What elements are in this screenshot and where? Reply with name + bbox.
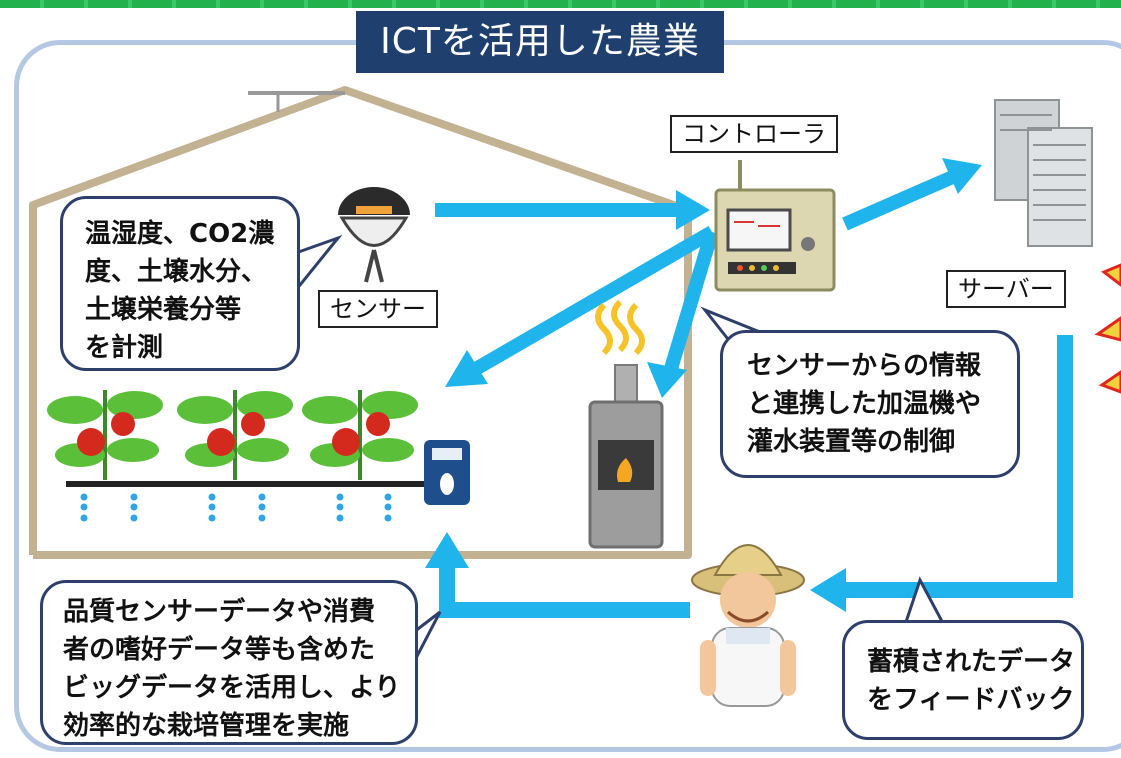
server-label: サーバー xyxy=(946,270,1066,308)
bigdata-line: ビッグデータを活用し、より xyxy=(63,673,401,703)
alert-burst-icon xyxy=(1094,263,1121,394)
heater-icon xyxy=(588,299,664,549)
farmer-icon xyxy=(691,544,805,707)
server-icon xyxy=(994,99,1093,247)
bigdata-line: 者の嗜好データ等も含めた xyxy=(63,635,376,665)
greenhouse-outline xyxy=(29,86,692,559)
feedback-line: をフィードバック xyxy=(867,685,1075,715)
bigdata-line: 品質センサーデータや消費 xyxy=(63,597,376,627)
diagram-title: ICTを活用した農業 xyxy=(356,11,724,73)
tomato-plant-icon xyxy=(47,390,163,480)
measure-bubble: 温湿度、CO2濃 度、土壌水分、 土壌栄養分等 を計測 xyxy=(60,196,300,371)
measure-line: 温湿度、CO2濃 xyxy=(85,219,275,249)
bigdata-bubble: 品質センサーデータや消費 者の嗜好データ等も含めた ビッグデータを活用し、より … xyxy=(40,580,418,745)
measure-line: を計測 xyxy=(85,333,164,363)
measure-line: 土壌栄養分等 xyxy=(85,295,242,325)
feedback-bubble: 蓄積されたデータ をフィードバック xyxy=(842,620,1084,740)
sensor-icon xyxy=(338,187,410,283)
sensor-label: センサー xyxy=(318,290,438,328)
control-line: 灌水装置等の制御 xyxy=(747,427,956,457)
bigdata-line: 効率的な栽培管理を実施 xyxy=(63,711,350,741)
controller-icon xyxy=(714,160,836,292)
tomato-plant-icon xyxy=(177,390,293,480)
control-bubble: センサーからの情報 と連携した加温機や 灌水装置等の制御 xyxy=(720,330,1020,478)
control-line: センサーからの情報 xyxy=(747,351,982,381)
feedback-line: 蓄積されたデータ xyxy=(867,647,1076,677)
top-decorative-band xyxy=(0,0,1121,8)
measure-line: 度、土壌水分、 xyxy=(85,257,268,287)
irrigation-pipe xyxy=(66,481,430,522)
control-line: と連携した加温機や xyxy=(747,389,982,419)
controller-label: コントローラ xyxy=(670,115,838,153)
irrigation-controller-icon xyxy=(424,440,470,505)
tomato-plant-icon xyxy=(302,390,418,480)
